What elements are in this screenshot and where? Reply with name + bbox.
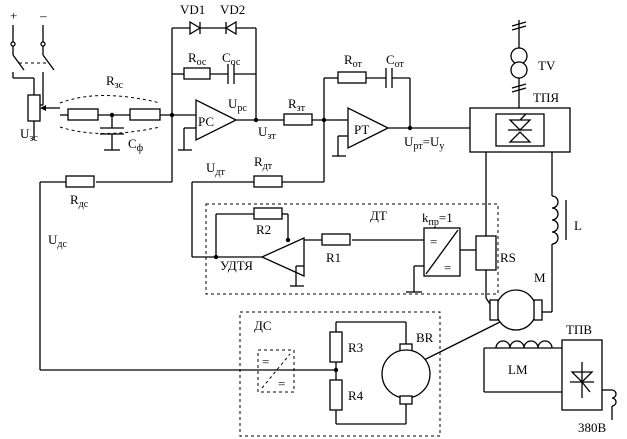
r1-label: R1	[326, 250, 341, 265]
r2-label: R2	[256, 222, 271, 237]
v380-label: 380В	[578, 420, 607, 435]
tv-label: TV	[538, 58, 556, 73]
pt-label: РТ	[354, 122, 369, 137]
u-dt-label: Uдт	[206, 160, 225, 178]
r3-label: R3	[348, 340, 363, 355]
lm-label: LM	[508, 362, 528, 377]
u-ds-label: Uдс	[48, 232, 67, 250]
opamp-pc	[178, 98, 256, 151]
field-winding-lm	[483, 340, 562, 393]
c-os-label: Cос	[222, 50, 241, 68]
vd1-label: VD1	[180, 2, 205, 17]
tachogenerator-br	[381, 322, 431, 424]
u-zs-label: Uзс	[20, 126, 38, 144]
opamp-udtya	[260, 236, 305, 287]
u-pt-label: Uрт=Uу	[404, 134, 444, 152]
vd2-label: VD2	[220, 2, 245, 17]
potentiometer-uzs	[25, 77, 60, 140]
k-pr-label: kпр=1	[422, 210, 453, 228]
thyristor-converter-tpya	[469, 107, 571, 153]
resistor-r3	[329, 331, 343, 363]
br-label: BR	[416, 330, 434, 345]
resistor-r2	[253, 207, 283, 220]
r-zs-label: Rзс	[106, 73, 124, 91]
svg-text:=: =	[278, 376, 285, 391]
inductor-l	[536, 195, 567, 313]
resistor-rot	[337, 71, 367, 84]
minus-label: –	[39, 8, 47, 23]
transformer-tv	[510, 20, 528, 108]
dt-label: ДТ	[370, 208, 387, 223]
resistor-rds	[65, 175, 95, 188]
opamp-pt	[332, 106, 470, 157]
svg-text:=: =	[430, 234, 437, 249]
tpya-label: ТПЯ	[533, 90, 559, 105]
dt-block	[205, 203, 499, 295]
u-zt-label: Uзт	[258, 124, 276, 142]
motor-m	[485, 289, 543, 331]
r-zt-label: Rзт	[288, 96, 306, 114]
ds-isolation-converter: = =	[257, 349, 295, 393]
c-ot-label: Cот	[386, 52, 405, 70]
r4-label: R4	[348, 388, 364, 403]
diode-vd2	[224, 20, 237, 36]
dt-isolation-converter: = =	[423, 227, 461, 277]
u-pc-label: Uрс	[228, 96, 247, 114]
resistor-rzs-2	[129, 108, 161, 121]
r-ds-label: Rдс	[70, 192, 89, 210]
capacitor-cf	[100, 115, 124, 151]
resistor-r1	[321, 233, 351, 246]
ds-label: ДС	[254, 318, 272, 333]
resistor-r4	[329, 379, 343, 411]
tpv-label: ТПВ	[566, 322, 592, 337]
resistor-rdt	[253, 175, 283, 188]
thyristor-converter-tpv	[561, 339, 617, 420]
udtya-label: УДТЯ	[220, 258, 253, 273]
resistor-rzt	[283, 113, 313, 126]
plus-label: +	[10, 8, 17, 23]
svg-text:=: =	[262, 354, 269, 369]
rs-label: RS	[500, 250, 516, 265]
resistor-ros	[183, 67, 211, 80]
resistor-rzs-1	[67, 108, 99, 121]
r-dt-label: Rдт	[254, 154, 273, 172]
svg-text:=: =	[444, 260, 451, 275]
pc-label: РС	[198, 114, 214, 129]
supply-switch	[10, 41, 55, 106]
m-label: M	[534, 270, 546, 285]
r-os-label: Rос	[188, 50, 207, 68]
shunt-rs	[460, 235, 497, 298]
shield-top	[59, 95, 161, 104]
l-label: L	[574, 218, 582, 233]
r-ot-label: Rот	[344, 52, 363, 70]
diode-vd1	[189, 20, 202, 36]
c-f-label: Cф	[128, 136, 144, 154]
